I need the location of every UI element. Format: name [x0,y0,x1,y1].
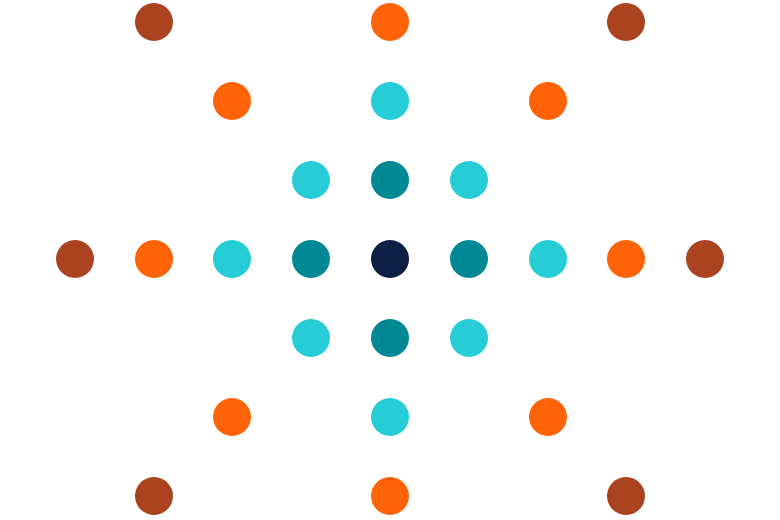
dot-ring4-2 [607,3,646,41]
dot-ring2-22 [371,398,409,436]
dot-ring2-20 [449,319,488,357]
dot-ring3-10 [134,240,173,278]
dot-center-13 [371,240,409,278]
dot-ring3-23 [528,398,567,436]
dot-ring2-15 [528,240,567,278]
dot-ring2-6 [292,161,331,199]
dot-ring4-0 [134,3,173,41]
dot-ring2-18 [292,319,331,357]
dot-ring1-14 [449,240,488,278]
dot-ring2-11 [213,240,252,278]
dot-ring1-19 [371,319,409,357]
dot-ring4-26 [607,477,646,515]
dot-ring4-17 [686,240,725,278]
dot-ring1-12 [292,240,331,278]
dot-ring2-8 [449,161,488,199]
dot-ring1-7 [371,161,409,199]
dot-ring2-4 [371,82,409,120]
dot-ring4-9 [55,240,94,278]
dot-ring3-16 [607,240,646,278]
dot-ring4-24 [134,477,173,515]
dot-ring3-21 [213,398,252,436]
dot-ring3-5 [528,82,567,120]
dot-ring3-3 [213,82,252,120]
dot-ring3-1 [371,3,409,41]
dot-ring3-25 [371,477,409,515]
